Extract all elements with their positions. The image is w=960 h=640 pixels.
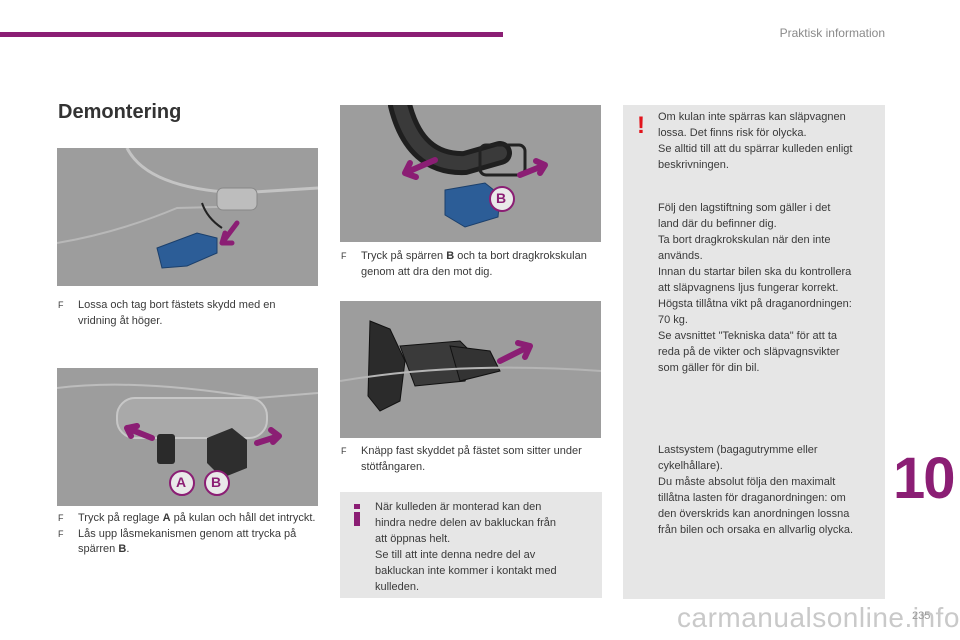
step-text: Knäpp fast skyddet på fästet som sitter … [361,445,582,473]
bullet-marker: F [341,251,347,261]
watermark: carmanualsonline.info [677,602,960,633]
warning-paragraph-1: Om kulan inte spärras kan släpvagnen los… [658,111,853,171]
bullet-marker: F [341,446,347,456]
lock-lever-ab-icon [57,368,318,506]
step-text-pre: Tryck på spärren [361,250,447,262]
info-icon [354,504,360,526]
cover-clip-icon [340,301,601,438]
bullet-marker: F [58,513,64,523]
bullet-marker: F [58,528,64,539]
step-text: Lossa och tag bort fästets skydd med en … [78,299,276,327]
page-number: 235 [912,610,931,622]
label-a: A [176,474,187,490]
info-text: När kulleden är monterad kan den hindra … [375,501,557,593]
step-ref-a: A [162,512,171,524]
label-b: B [211,474,222,490]
step-text-pre: Lås upp låsmekanismen genom att trycka p… [78,527,297,556]
step-text-pre: Tryck på reglage [78,512,163,524]
warning-paragraph-3: Lastsystem (bagagutrymme eller cykelhåll… [658,444,854,536]
step-ref-b: B [118,543,127,555]
info-box: När kulleden är monterad kan den hindra … [340,492,602,598]
warning-paragraph-2: Följ den lagstiftning som gäller i det l… [658,202,852,374]
step-text-post: på kulan och håll det intryckt. [170,512,316,524]
header-accent-bar [0,32,503,37]
button-b-remove-icon [340,105,601,242]
chapter-number: 10 [893,446,955,511]
label-b: B [496,190,507,206]
section-label: Praktisk information [779,26,885,40]
step-clip-cover: F Knäpp fast skyddet på fästet som sitte… [341,444,603,475]
tow-ball-cover-rotate-icon [57,148,318,286]
step-text-post: . [126,543,130,555]
step-press-lever: F Tryck på reglage A på kulan och håll d… [58,511,316,558]
figure-remove-ball: B [340,105,601,242]
figure-remove-cover [57,148,318,286]
step-remove-cover: F Lossa och tag bort fästets skydd med e… [58,298,313,329]
step-remove-ball: F Tryck på spärren B och ta bort dragkro… [341,249,603,280]
step-text-post: och ta bort dragkrokskulan genom att dra… [361,250,587,278]
step-ref-b: B [446,250,455,262]
bullet-marker: F [58,300,64,310]
figure-clip-cover [340,301,601,438]
page-title: Demontering [58,101,182,123]
warning-box: ! Om kulan inte spärras kan släpvagnen l… [623,105,885,599]
exclamation-icon: ! [637,112,645,139]
figure-press-lever: A B [57,368,318,506]
